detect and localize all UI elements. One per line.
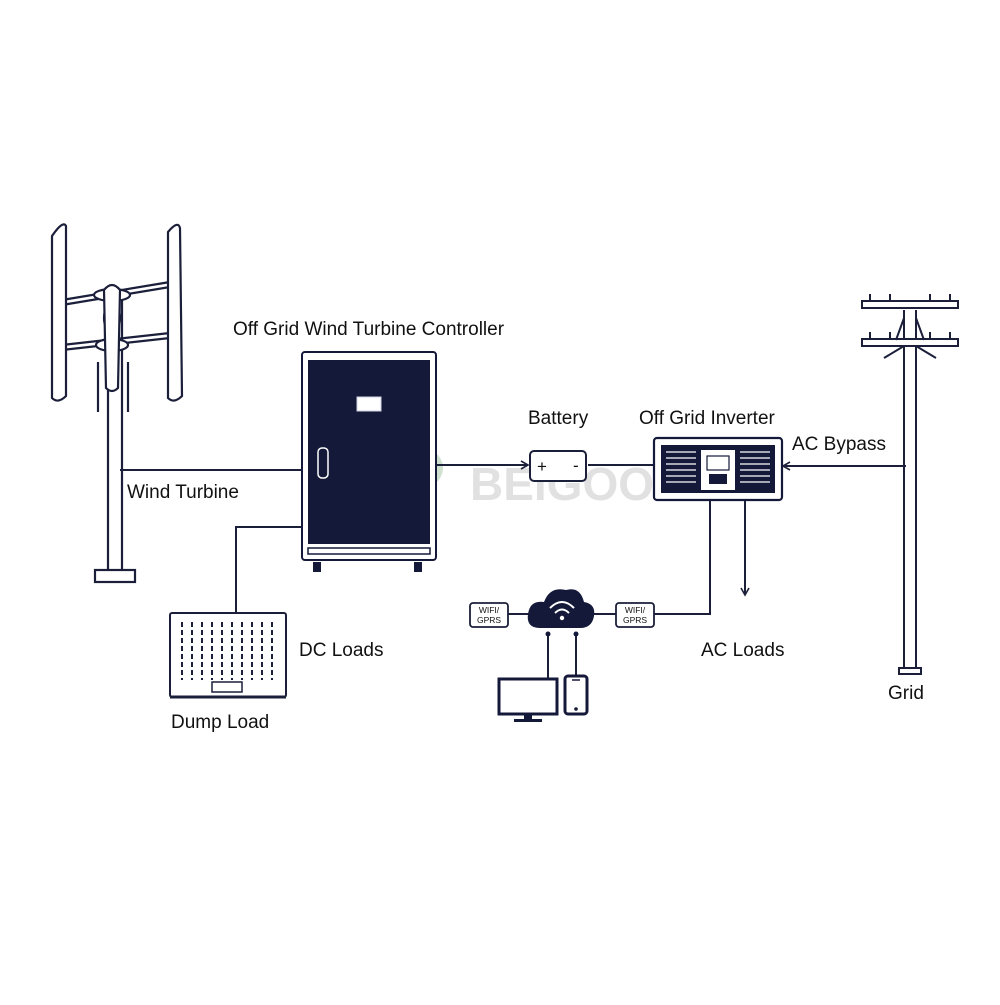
battery-minus: -	[573, 456, 579, 475]
dump-load-label: Dump Load	[171, 712, 270, 733]
battery-label: Battery	[528, 408, 589, 429]
ac-loads-label: AC Loads	[701, 640, 785, 661]
wifi-tag-left: WIFI/ GPRS	[469, 602, 509, 628]
ac-bypass-label: AC Bypass	[792, 434, 886, 455]
smartphone-icon	[563, 674, 589, 716]
monitor-icon	[497, 677, 559, 722]
power-pole-icon	[861, 294, 959, 675]
grid-label: Grid	[888, 683, 924, 704]
battery-icon: + -	[529, 450, 587, 482]
cloud-wifi-icon	[527, 589, 595, 637]
dc-loads-label: DC Loads	[299, 640, 384, 661]
wifi-tag-right-line1: WIFI/	[625, 605, 646, 615]
wifi-tag-left-line2: GPRS	[477, 615, 501, 625]
wind-turbine-label: Wind Turbine	[127, 482, 239, 503]
inverter-label: Off Grid Inverter	[639, 408, 775, 429]
controller-cabinet-icon	[301, 351, 437, 572]
dump-load-icon	[169, 612, 287, 699]
inverter-icon	[652, 436, 784, 502]
wifi-tag-left-line1: WIFI/	[479, 605, 500, 615]
controller-label: Off Grid Wind Turbine Controller	[233, 319, 505, 340]
wind-turbine-icon	[50, 223, 184, 584]
inverter-to-wifi-wire	[654, 500, 711, 615]
wifi-tag-right-line2: GPRS	[623, 615, 647, 625]
wifi-tag-right: WIFI/ GPRS	[615, 602, 655, 628]
dc-loads-wire	[235, 526, 304, 612]
wiring	[120, 460, 906, 690]
battery-plus: +	[537, 457, 547, 476]
